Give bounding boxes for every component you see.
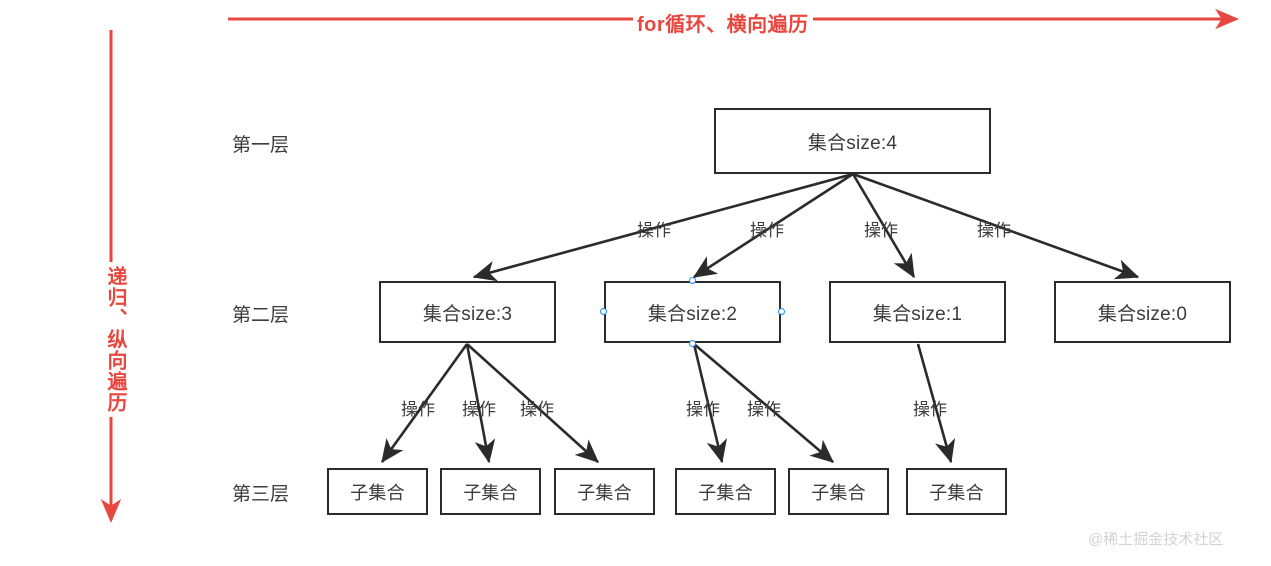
node-set-size-3[interactable]: 集合size:3	[379, 281, 556, 343]
layer-label-level-1: 第一层	[232, 135, 290, 156]
node-subset-5[interactable]: 子集合	[788, 468, 889, 515]
layer-label-level-3: 第三层	[232, 484, 290, 505]
selection-handle-top[interactable]	[689, 277, 696, 284]
edge-label-op-5: 操作	[401, 400, 435, 419]
edge-label-op-8: 操作	[686, 400, 720, 419]
node-set-size-2[interactable]: 集合size:2	[604, 281, 781, 343]
node-label: 集合size:2	[647, 303, 738, 325]
node-label: 子集合	[350, 482, 405, 503]
edge-label-op-4: 操作	[977, 221, 1011, 240]
node-label: 集合size:3	[422, 303, 513, 325]
node-set-size-4[interactable]: 集合size:4	[714, 108, 991, 174]
selection-handle-bottom[interactable]	[689, 340, 696, 347]
node-label: 集合size:0	[1097, 303, 1188, 325]
layer-label-level-2: 第二层	[232, 305, 290, 326]
edge-label-op-7: 操作	[520, 400, 554, 419]
node-subset-6[interactable]: 子集合	[906, 468, 1007, 515]
node-subset-4[interactable]: 子集合	[675, 468, 776, 515]
node-label: 子集合	[929, 482, 984, 503]
selection-handle-left[interactable]	[600, 308, 607, 315]
edge-label-op-9: 操作	[747, 400, 781, 419]
node-label: 子集合	[698, 482, 753, 503]
edge-label-op-10: 操作	[913, 400, 947, 419]
node-subset-3[interactable]: 子集合	[554, 468, 655, 515]
node-subset-2[interactable]: 子集合	[440, 468, 541, 515]
edge-label-op-3: 操作	[864, 221, 898, 240]
edge-label-op-2: 操作	[750, 221, 784, 240]
node-label: 集合size:4	[807, 132, 898, 154]
node-label: 子集合	[811, 482, 866, 503]
node-label: 子集合	[463, 482, 518, 503]
node-label: 集合size:1	[872, 303, 963, 325]
edge-label-op-1: 操作	[637, 221, 671, 240]
node-label: 子集合	[577, 482, 632, 503]
selection-handle-right[interactable]	[778, 308, 785, 315]
vertical-axis-label: 递归、纵向遍历	[101, 262, 130, 417]
watermark: @稀土掘金技术社区	[1088, 531, 1224, 548]
node-subset-1[interactable]: 子集合	[327, 468, 428, 515]
edge-label-op-6: 操作	[462, 400, 496, 419]
node-set-size-0[interactable]: 集合size:0	[1054, 281, 1231, 343]
horizontal-axis-label: for循环、横向遍历	[633, 8, 813, 37]
node-set-size-1[interactable]: 集合size:1	[829, 281, 1006, 343]
